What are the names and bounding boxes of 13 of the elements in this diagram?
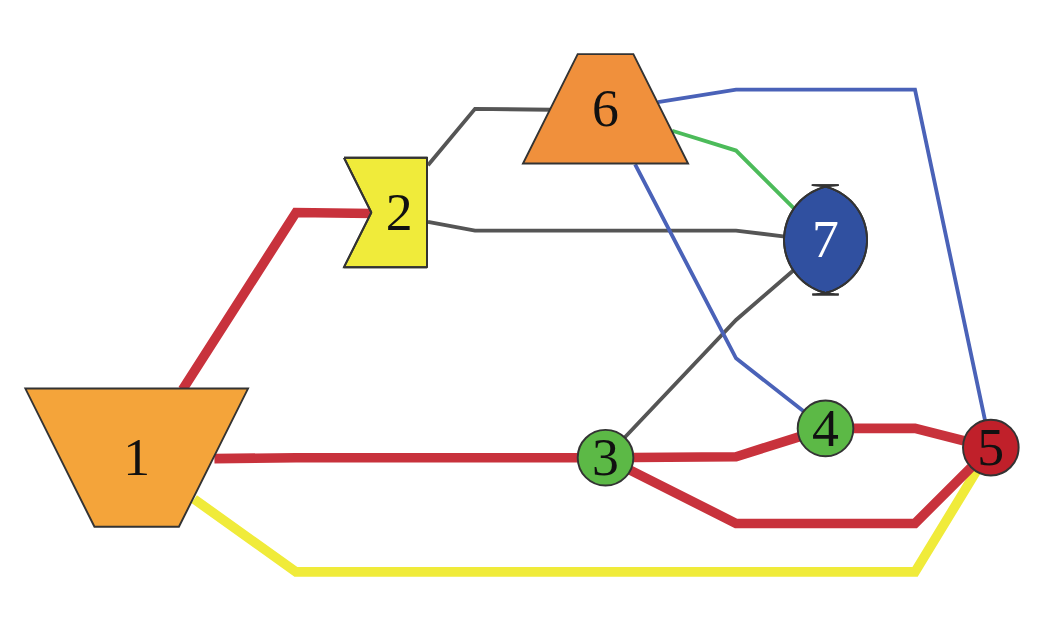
connector — [853, 423, 965, 446]
connector — [633, 432, 801, 463]
connector — [623, 268, 795, 439]
connector — [426, 106, 552, 167]
connector — [657, 87, 987, 421]
node-circle: 5 — [962, 418, 1020, 477]
connector — [628, 463, 975, 529]
node-circle: 4 — [796, 399, 855, 458]
node-circle: 3 — [576, 428, 635, 487]
connector — [191, 468, 981, 577]
connector — [633, 163, 805, 413]
connector — [671, 128, 797, 211]
connector — [214, 452, 578, 464]
